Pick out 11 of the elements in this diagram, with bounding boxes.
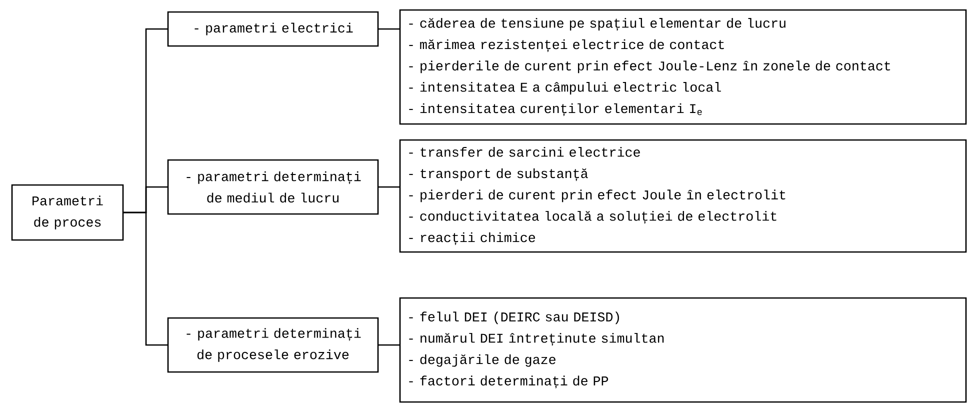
category-box: - parametri determinați de procesele erozive [167,317,379,373]
connector-line [378,28,400,30]
connector-line [378,344,400,346]
list-box: - transfer de sarcini electrice - transport de substanță - pierderi de curent prin efect Joule în electrolit - conductivitatea locală a soluției de electrolit - reacții chimice [399,139,967,253]
connector-line [378,186,400,188]
category-box: - parametri determinați de mediul de lucru [167,159,379,215]
connector-line [123,212,168,346]
process-box: Parametri de proces [11,184,124,241]
list-box: - felul DEI (DEIRC sau DEISD) - numărul DEI întreținute simultan - degajările de gaze - factori determinați de PP [399,297,967,403]
category-box: - parametri electrici [167,11,379,47]
list-box: - căderea de tensiune pe spațiul elementar de lucru - mărimea rezistenței electrice de contact - pierderile de curent prin efect Joule-Lenz în zonele de contact - intensitatea E a câmpului electric local - intensitatea curenților elementari I$_{e}$ [399,9,967,125]
